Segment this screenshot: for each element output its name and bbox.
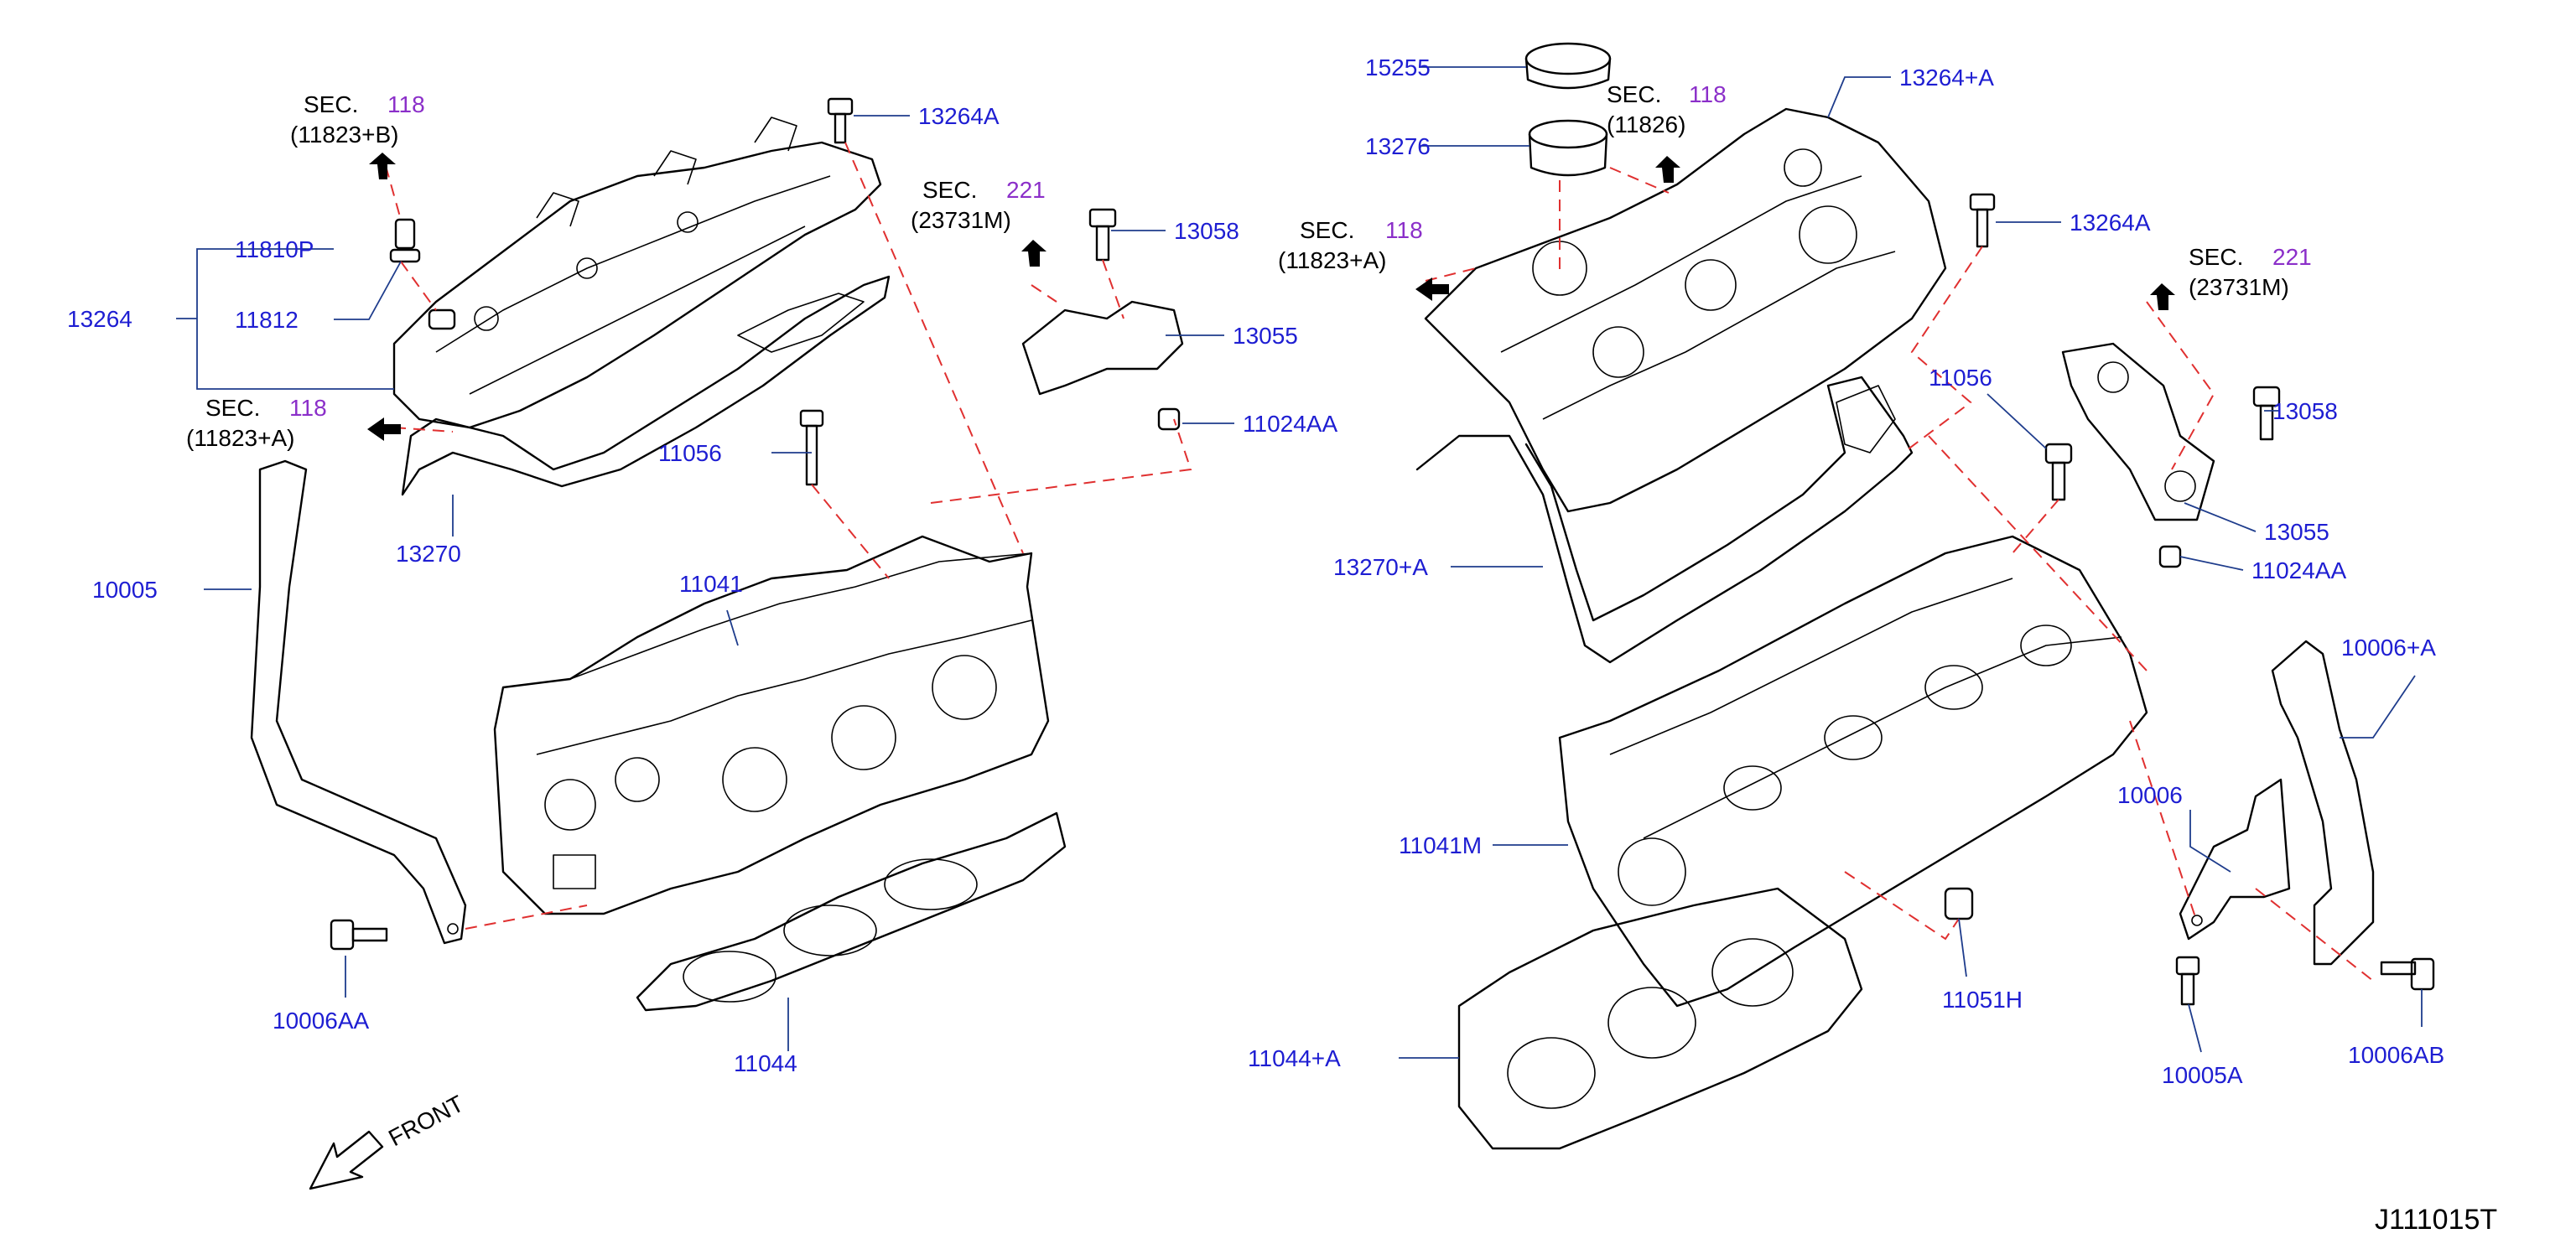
section-number: 118 xyxy=(1689,81,1727,107)
camshaft-sensor-right xyxy=(2061,342,2281,568)
bolt-11056-right xyxy=(2044,443,2073,501)
part-label-13276: 13276 xyxy=(1365,133,1431,159)
rocker-cover-left xyxy=(392,117,882,429)
part-label-13264A-right: 13264A xyxy=(2070,210,2151,236)
section-ref: (11826) xyxy=(1607,111,1685,137)
bolt-13264A-left xyxy=(827,97,854,144)
part-label-13055-right: 13055 xyxy=(2264,519,2329,545)
section-arrows xyxy=(367,153,2175,441)
callout-leader-lines xyxy=(176,66,2423,1059)
part-label-11810P: 11810P xyxy=(235,236,314,262)
oil-filler-cap xyxy=(1524,42,1612,90)
section-reference-s6: SEC. 221 (23731M) xyxy=(2189,244,2312,300)
part-label-15255: 15255 xyxy=(1365,54,1431,80)
part-label-13264: 13264 xyxy=(67,306,132,332)
part-label-11056-left: 11056 xyxy=(658,440,722,466)
section-prefix: SEC. xyxy=(2189,244,2243,270)
rocker-cover-gasket-left xyxy=(401,275,891,496)
part-label-10006AB: 10006AB xyxy=(2348,1042,2444,1068)
part-label-11812: 11812 xyxy=(235,307,299,333)
section-reference-s2: SEC. 118 (11823+A) xyxy=(186,395,327,451)
part-label-10006: 10006 xyxy=(2117,782,2183,808)
part-label-13055-left: 13055 xyxy=(1233,323,1298,349)
head-gasket-right xyxy=(1457,887,1863,1150)
part-label-11041: 11041 xyxy=(679,571,743,597)
arrow-up-icon xyxy=(2150,283,2175,310)
front-label: FRONT xyxy=(384,1091,468,1152)
engine-slinger-bracket-right xyxy=(2179,778,2291,941)
section-reference-s4: SEC. 118 (11826) xyxy=(1607,81,1727,137)
rocker-cover-right xyxy=(1424,107,1947,513)
part-label-10005A: 10005A xyxy=(2162,1062,2243,1088)
arrow-up-icon xyxy=(369,153,396,179)
section-reference-s3: SEC. 221 (23731M) xyxy=(911,177,1046,233)
bolt-10006AB xyxy=(2380,957,2435,991)
part-label-13264A-left: 13264A xyxy=(918,103,1000,129)
engine-slinger-bracket-right-alt xyxy=(2271,640,2375,966)
part-label-13270-plus-A: 13270+A xyxy=(1333,554,1428,580)
part-label-10006-plus-A: 10006+A xyxy=(2341,635,2436,661)
section-number: 118 xyxy=(1385,217,1423,243)
part-label-13264-plus-A: 13264+A xyxy=(1899,65,1994,91)
section-ref: (23731M) xyxy=(2189,274,2289,300)
part-label-13270: 13270 xyxy=(396,541,461,567)
section-number: 118 xyxy=(387,91,425,117)
section-ref: (11823+A) xyxy=(1278,247,1386,273)
front-direction-indicator: FRONT xyxy=(309,1091,468,1190)
bolt-11056-left xyxy=(799,409,824,486)
arrow-up-icon xyxy=(1021,240,1046,267)
section-ref: (11823+A) xyxy=(186,425,294,451)
rocker-cover-gasket-right xyxy=(1415,376,1914,664)
section-prefix: SEC. xyxy=(205,395,260,421)
section-number: 221 xyxy=(2272,244,2312,270)
part-label-11024AA-right: 11024AA xyxy=(2251,557,2346,583)
section-prefix: SEC. xyxy=(922,177,977,203)
part-number-labels: 13264A 11810P 13264 11812 13270 10005 11… xyxy=(67,54,2444,1088)
part-label-11044-plus-A: 11044+A xyxy=(1248,1045,1341,1071)
part-label-11044: 11044 xyxy=(734,1050,797,1076)
part-label-13058-left: 13058 xyxy=(1174,218,1239,244)
section-ref: (23731M) xyxy=(911,207,1011,233)
front-arrow-icon xyxy=(309,1130,384,1190)
part-label-11041M: 11041M xyxy=(1399,832,1482,858)
section-reference-s5: SEC. 118 (11823+A) xyxy=(1278,217,1423,273)
arrow-left-icon xyxy=(1415,277,1449,301)
drawing-id: J111015T xyxy=(2375,1204,2497,1236)
part-label-11051H: 11051H xyxy=(1942,987,2023,1013)
bolt-10006AA xyxy=(330,919,388,951)
section-number: 221 xyxy=(1006,177,1046,203)
part-label-10005: 10005 xyxy=(92,577,158,603)
head-gasket-left xyxy=(636,811,1067,1012)
section-ref: (11823+B) xyxy=(290,122,398,148)
oil-filler-seal xyxy=(1528,119,1608,177)
section-prefix: SEC. xyxy=(1300,217,1354,243)
arrow-up-icon xyxy=(1655,156,1680,183)
camshaft-sensor-left xyxy=(1021,208,1184,431)
part-label-13058-right: 13058 xyxy=(2272,398,2338,424)
part-label-10006AA: 10006AA xyxy=(273,1008,370,1034)
part-label-11056-right: 11056 xyxy=(1929,365,1992,391)
pcv-valve xyxy=(389,218,456,330)
cylinder-head-right xyxy=(1558,535,2148,1008)
cylinder-head-left xyxy=(493,535,1050,915)
section-number: 118 xyxy=(289,395,327,421)
plug-11051H xyxy=(1944,887,1974,920)
section-prefix: SEC. xyxy=(304,91,358,117)
part-label-11024AA-left: 11024AA xyxy=(1243,411,1337,437)
bolt-13264A-right xyxy=(1969,193,1996,248)
engine-slinger-bracket-left xyxy=(250,459,467,945)
dashed-guide-lines xyxy=(385,142,2374,982)
arrow-left-icon xyxy=(367,417,401,441)
bolt-10005A xyxy=(2175,956,2200,1006)
section-reference-s1: SEC. 118 (11823+B) xyxy=(290,91,425,148)
section-prefix: SEC. xyxy=(1607,81,1661,107)
